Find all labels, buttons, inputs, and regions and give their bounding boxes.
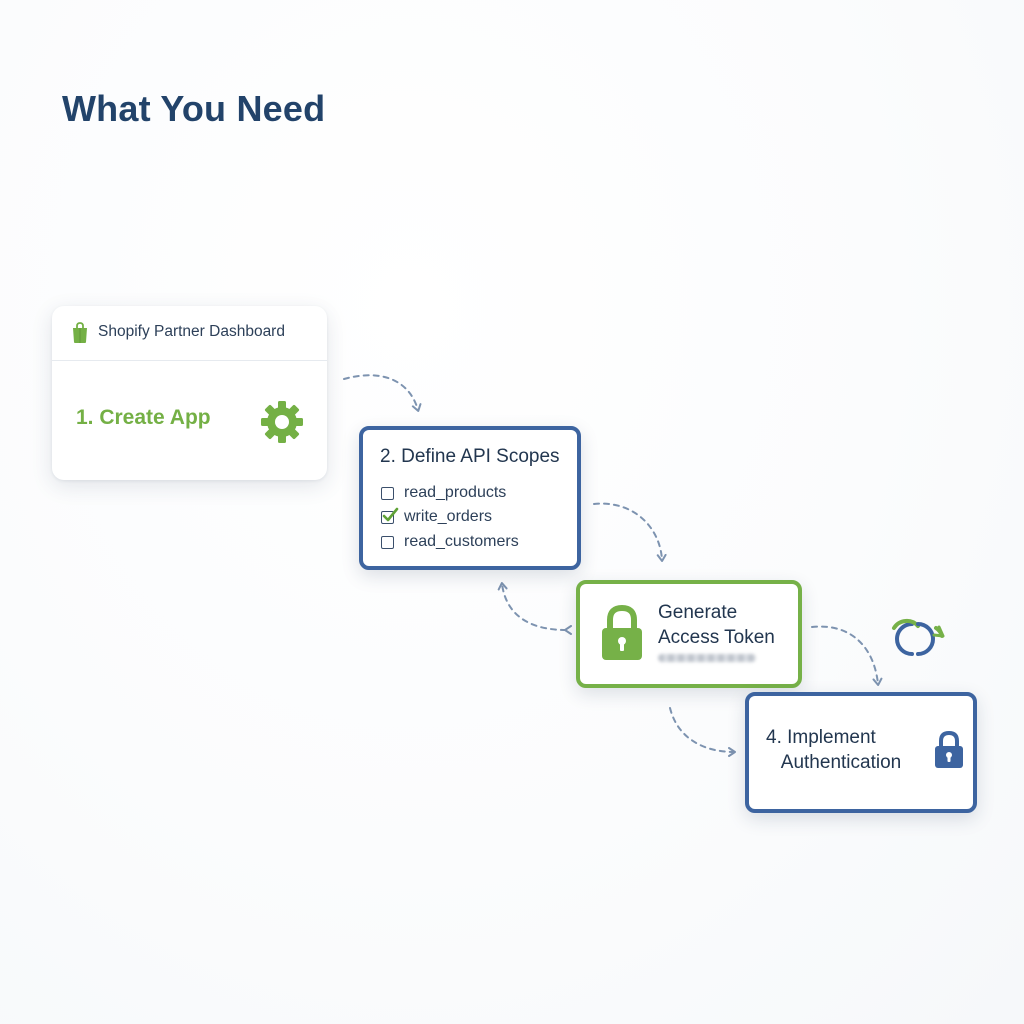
scope-label-write-orders: write_orders — [404, 508, 493, 525]
page-title: What You Need — [62, 88, 326, 129]
masked-token-value — [658, 654, 756, 662]
scope-checkbox-read-products[interactable] — [381, 486, 394, 500]
implement-authentication-title: 4. Implement Authentication — [766, 727, 902, 773]
generate-access-token-title: Generate Access Token — [658, 602, 775, 648]
scope-item-read-customers[interactable]: read_customers — [381, 531, 519, 553]
generate-access-token-card[interactable]: Generate Access Token — [576, 580, 802, 688]
scope-checkbox-read-customers[interactable] — [381, 535, 394, 549]
lock-icon — [935, 730, 963, 768]
scope-item-write-orders[interactable]: write_orders — [381, 506, 492, 528]
create-app-card[interactable]: Shopify Partner Dashboard 1. Create App — [52, 306, 327, 480]
scope-label-read-products: read_products — [404, 484, 507, 501]
scope-label-read-customers: read_customers — [404, 533, 519, 550]
implement-authentication-card[interactable]: 4. Implement Authentication — [745, 692, 977, 813]
checkmark-icon — [382, 507, 399, 521]
gear-icon — [261, 401, 303, 443]
sync-icon — [892, 618, 945, 656]
scope-item-read-products[interactable]: read_products — [381, 482, 506, 504]
define-api-scopes-title: 2. Define API Scopes — [380, 446, 560, 467]
shopify-bag-icon — [73, 322, 87, 343]
define-api-scopes-card[interactable]: 2. Define API Scopes read_products write… — [359, 426, 581, 570]
partner-dashboard-header: Shopify Partner Dashboard — [52, 306, 327, 361]
scope-checkbox-write-orders[interactable] — [381, 507, 399, 524]
lock-icon — [602, 604, 642, 660]
create-app-label: 1. Create App — [76, 406, 211, 429]
partner-dashboard-label: Shopify Partner Dashboard — [98, 323, 285, 340]
